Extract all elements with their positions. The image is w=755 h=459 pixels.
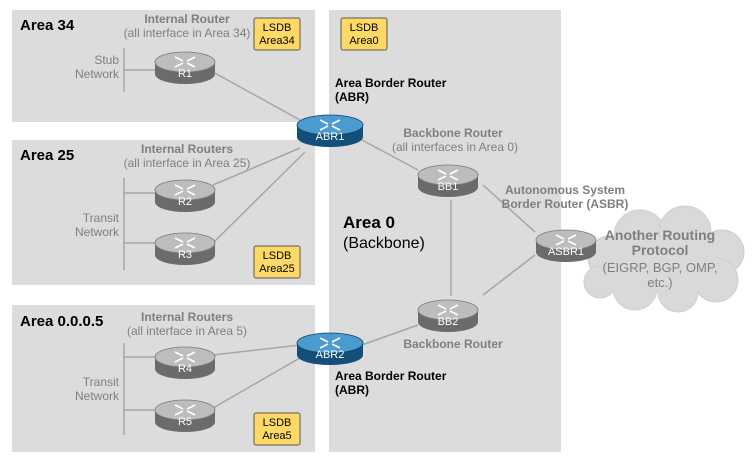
lsdb-area5-line1: LSDB	[263, 417, 292, 429]
lsdb-area5-line2: Area5	[262, 430, 291, 442]
bb1-role-sub: (all interfaces in Area 0)	[392, 140, 518, 154]
router-bb1-label: BB1	[438, 181, 459, 193]
router-asbr1-icon[interactable]: ASBR1	[535, 229, 597, 262]
router-arrows-icon	[319, 119, 341, 131]
router-r3-icon[interactable]: R3	[154, 232, 216, 265]
transit5-label-2: Network	[75, 389, 120, 403]
abr1-role-sub: (ABR)	[335, 90, 369, 104]
lsdb-area34-line1: LSDB	[263, 22, 292, 34]
bb2-role: Backbone Router	[403, 337, 503, 351]
router-r4-label: R4	[178, 363, 192, 375]
cloud-title: Another Routing	[605, 227, 715, 243]
asbr-role: Autonomous System	[505, 183, 625, 197]
abr2-role: Area Border Router	[335, 369, 447, 383]
router-arrows-icon	[555, 234, 577, 246]
cloud-protocols: (EIGRP, BGP, OMP,	[603, 260, 718, 275]
area25-title: Area 25	[20, 147, 74, 164]
cloud-protocols-2: etc.)	[647, 275, 672, 290]
area34-caption-sub: (all interface in Area 34)	[124, 26, 251, 40]
router-r2-icon[interactable]: R2	[154, 179, 216, 212]
router-arrows-icon	[437, 304, 459, 316]
router-r1-icon[interactable]: R1	[154, 51, 216, 84]
router-arrows-icon	[319, 337, 341, 349]
lsdb-area25-line2: Area25	[259, 263, 294, 275]
abr2-role-sub: (ABR)	[335, 383, 369, 397]
router-r4-icon[interactable]: R4	[154, 346, 216, 379]
lsdb-area25: LSDB Area25	[253, 245, 301, 279]
router-asbr1-label: ASBR1	[548, 246, 584, 258]
router-arrows-icon	[174, 184, 196, 196]
area5-caption: Internal Routers	[141, 310, 233, 324]
transit25-label: Transit	[83, 211, 120, 225]
area0-subtitle: (Backbone)	[343, 235, 425, 252]
lsdb-area0-line1: LSDB	[350, 22, 379, 34]
area5-title: Area 0.0.0.5	[20, 313, 103, 330]
stub-label: Stub	[94, 53, 119, 67]
router-arrows-icon	[437, 169, 459, 181]
router-arrows-icon	[174, 351, 196, 363]
cloud-title-2: Protocol	[632, 242, 689, 258]
router-r5-icon[interactable]: R5	[154, 399, 216, 432]
router-r5-label: R5	[178, 416, 192, 428]
area5-caption-sub: (all interface in Area 5)	[127, 324, 247, 338]
router-arrows-icon	[174, 404, 196, 416]
asbr-role-sub: Border Router (ASBR)	[502, 197, 629, 211]
router-arrows-icon	[174, 237, 196, 249]
lsdb-area0: LSDB Area0	[340, 17, 388, 51]
lsdb-area5: LSDB Area5	[253, 412, 301, 446]
lsdb-area25-line1: LSDB	[263, 250, 292, 262]
router-bb1-icon[interactable]: BB1	[417, 164, 479, 197]
area25-caption-sub: (all interface in Area 25)	[124, 156, 251, 170]
bb1-role: Backbone Router	[403, 126, 503, 140]
router-abr2-icon[interactable]: ABR2	[296, 332, 364, 365]
router-abr1-label: ABR1	[316, 131, 345, 143]
area0-title: Area 0	[343, 213, 395, 232]
network-lines	[123, 48, 536, 435]
area34-caption: Internal Router	[144, 12, 230, 26]
lsdb-area34-line2: Area34	[259, 35, 294, 47]
transit25-label-2: Network	[75, 225, 120, 239]
cloud-shape	[583, 205, 745, 313]
router-abr1-icon[interactable]: ABR1	[296, 114, 364, 147]
router-r3-label: R3	[178, 249, 192, 261]
router-bb2-label: BB2	[438, 316, 459, 328]
router-bb2-icon[interactable]: BB2	[417, 299, 479, 332]
lsdb-area0-line2: Area0	[349, 35, 378, 47]
abr1-role: Area Border Router	[335, 76, 447, 90]
area0-box	[329, 10, 561, 452]
transit5-label: Transit	[83, 375, 120, 389]
stub-label-2: Network	[75, 67, 120, 81]
router-arrows-icon	[174, 56, 196, 68]
router-r1-label: R1	[178, 68, 192, 80]
area34-title: Area 34	[20, 17, 75, 34]
area25-caption: Internal Routers	[141, 142, 233, 156]
router-r2-label: R2	[178, 196, 192, 208]
lsdb-area34: LSDB Area34	[253, 17, 301, 51]
router-abr2-label: ABR2	[316, 349, 345, 361]
